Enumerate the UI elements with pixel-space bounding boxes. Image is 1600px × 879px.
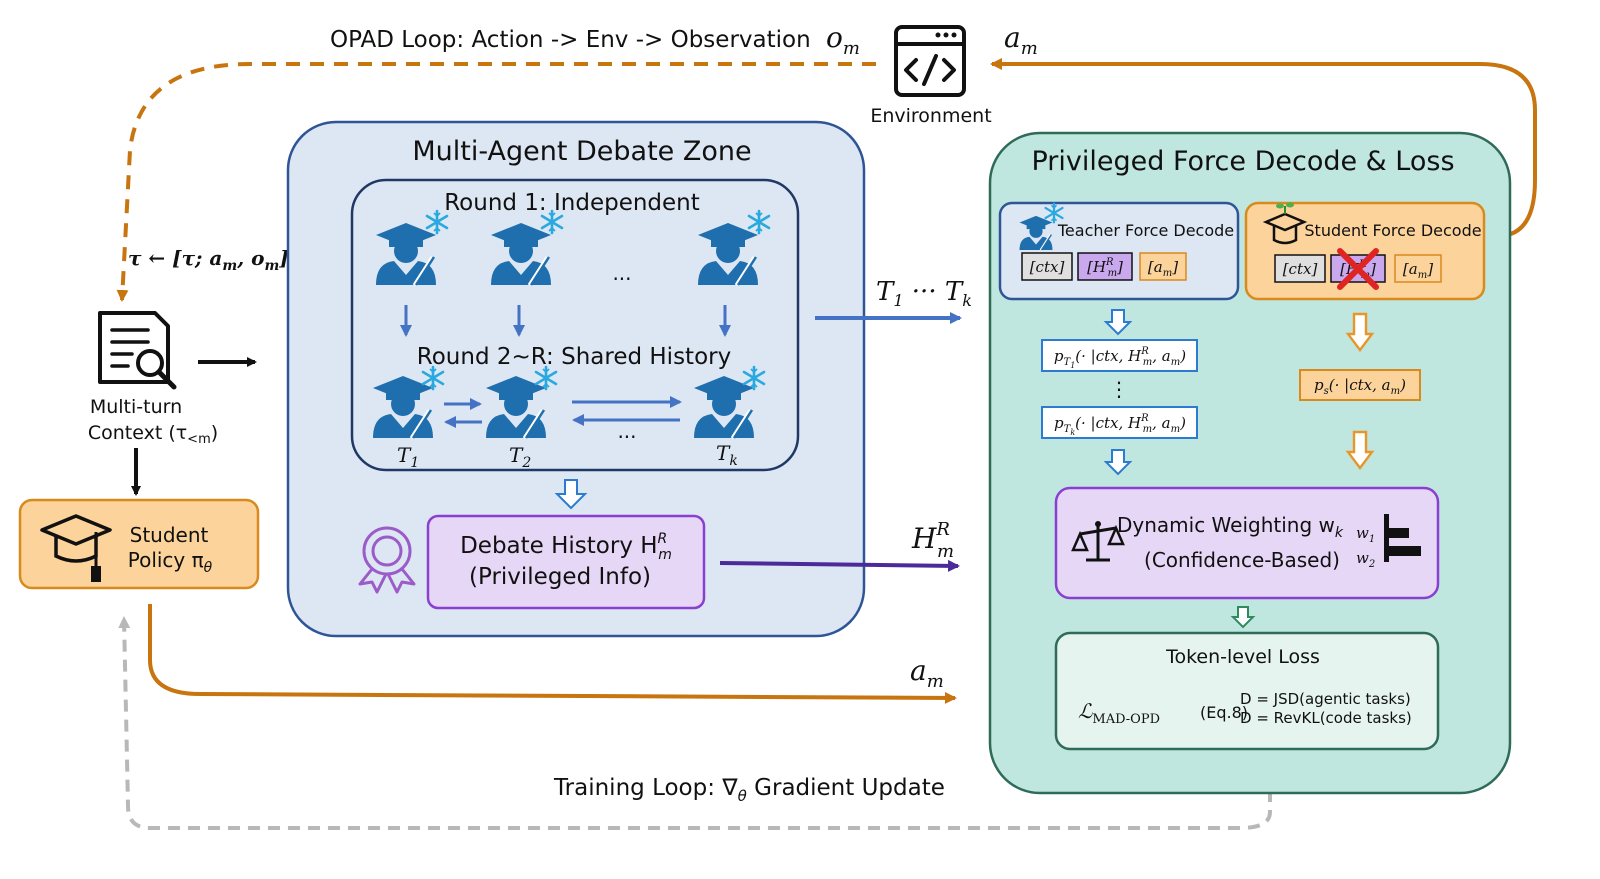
tk-label: Tk	[716, 441, 738, 469]
round2-label: Round 2~R: Shared History	[417, 344, 731, 370]
round-to-history-arrow	[554, 479, 588, 510]
am-label-top: am	[1004, 21, 1038, 59]
t1-label: T1	[397, 443, 419, 471]
teacher-ctx-label: [ctx]	[1030, 258, 1065, 276]
teacher-history-token	[1077, 252, 1133, 281]
loss-d-jsd: D = JSD(agentic tasks)	[1240, 690, 1411, 708]
debate-history-line2: (Privileged Info)	[469, 564, 651, 590]
student-dist-label: ps(· |ctx, am)	[1314, 376, 1406, 397]
loss-d-revkl: D = RevKL(code tasks)	[1240, 709, 1412, 727]
dynamic-weighting-line2: (Confidence-Based)	[1144, 548, 1340, 572]
teacher-outputs-label: T1 ··· Tk	[876, 277, 972, 310]
student-action-label: [am]	[1403, 260, 1433, 281]
privileged-zone-title: Privileged Force Decode & Loss	[1031, 146, 1454, 177]
student-ctx-label: [ctx]	[1283, 260, 1318, 278]
teacher-action-label: [am]	[1148, 258, 1178, 279]
masked-cross-icon	[1337, 248, 1379, 290]
student-ctx-token	[1274, 254, 1326, 283]
round1-label: Round 1: Independent	[444, 190, 700, 216]
student-action-arrow	[148, 604, 957, 704]
student-policy-line2: Policy πθ	[128, 548, 213, 576]
document-search-icon	[98, 311, 177, 390]
environment-node: Environment	[870, 25, 992, 127]
dynamic-weighting-line1: Dynamic Weighting wk	[1117, 513, 1344, 541]
opad-loop-label: OPAD Loop: Action -> Env -> Observation	[330, 27, 811, 53]
environment-label: Environment	[870, 105, 991, 127]
teacher-dist-vdots: ⋮	[1109, 377, 1129, 401]
privileged-zone: Privileged Force Decode & Loss Teacher F…	[988, 131, 1512, 795]
student-action-token	[1394, 254, 1442, 283]
student-policy-box: Student Policy πθ	[18, 498, 260, 590]
action-to-env-arrow	[990, 58, 1537, 238]
dynamic-weighting-box: Dynamic Weighting wk (Confidence-Based) …	[1054, 486, 1440, 600]
code-window-icon	[894, 25, 966, 97]
opad-loop-arrow	[116, 62, 876, 302]
student-policy-line1: Student	[130, 523, 209, 547]
debate-zone-title: Multi-Agent Debate Zone	[412, 136, 751, 167]
context-node: Multi-turn Context (τ<m)	[88, 311, 218, 447]
award-ribbon-icon	[358, 526, 416, 594]
round2-ellipsis: ...	[617, 419, 636, 443]
student-force-decode-title: Student Force Decode	[1304, 221, 1481, 240]
token-loss-title: Token-level Loss	[1165, 646, 1320, 668]
loss-eq-ref: (Eq.8)	[1200, 703, 1248, 722]
t2-label: T2	[509, 443, 531, 471]
am-label-bottom: am	[910, 654, 944, 692]
history-to-decode-arrow	[719, 559, 960, 572]
om-label: om	[826, 21, 860, 59]
teacher-action-token	[1139, 252, 1187, 281]
student-sprout-cap-icon	[1262, 202, 1308, 245]
teacher-force-decode-title: Teacher Force Decode	[1057, 221, 1234, 240]
token-loss-box: Token-level Loss ℒMAD-OPD (Eq.8) D = JSD…	[1054, 631, 1440, 751]
weight-bars-icon	[1384, 514, 1421, 562]
weight-w1-label: w1	[1356, 524, 1375, 545]
loss-formula: ℒMAD-OPD	[1078, 699, 1160, 727]
debate-zone: Multi-Agent Debate Zone Round 1: Indepen…	[286, 120, 866, 638]
context-label-line1: Multi-turn	[90, 396, 182, 418]
student-dist-box	[1299, 369, 1421, 401]
teacher-ctx-token	[1021, 252, 1073, 281]
balance-scale-icon	[1071, 521, 1125, 562]
training-loop-arrow	[118, 616, 1272, 830]
tau-update-label: τ ← [τ; am, om]	[128, 246, 289, 274]
context-label-line2: Context (τ<m)	[88, 422, 218, 447]
graduation-cap-icon	[40, 514, 112, 582]
debate-history-box	[426, 514, 706, 610]
student-force-decode-box: Student Force Decode [ctx] [HRm] [am]	[1244, 201, 1486, 301]
teacher-dist-tk-box	[1041, 406, 1198, 439]
teacher-dist-t1-box	[1041, 339, 1198, 372]
weight-w2-label: w2	[1356, 549, 1375, 570]
round1-ellipsis: ...	[612, 261, 631, 285]
training-loop-label: Training Loop: ∇θ Gradient Update	[553, 775, 945, 805]
